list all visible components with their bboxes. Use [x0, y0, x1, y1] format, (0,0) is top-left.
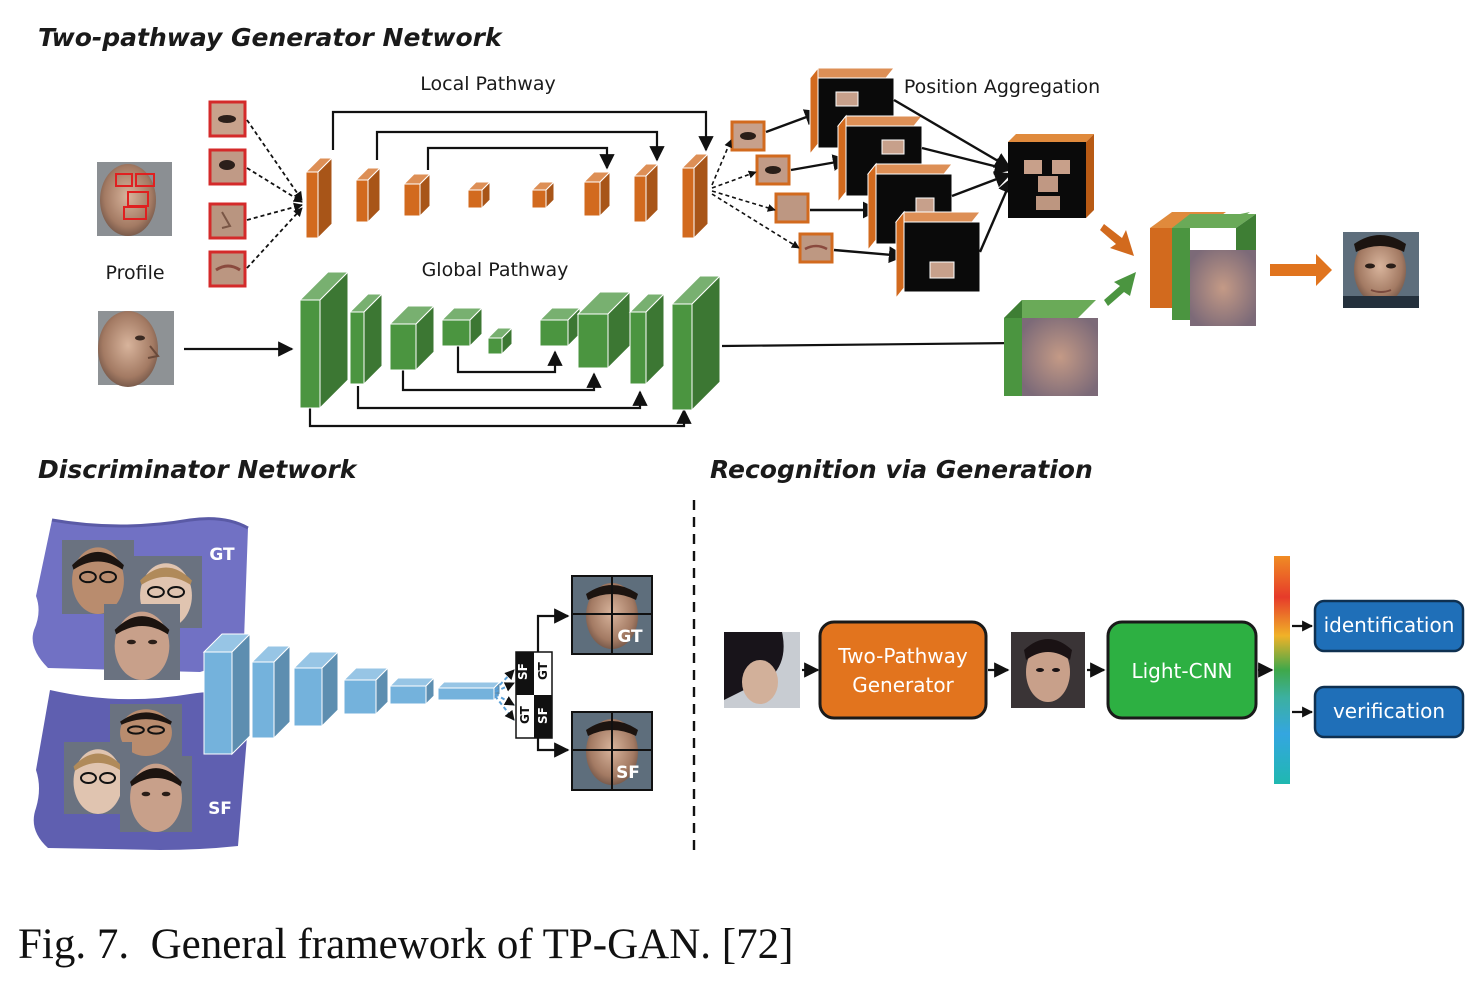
disc-block-2 — [250, 644, 292, 740]
grid-branch-arrows — [536, 608, 570, 758]
local-block-1 — [304, 156, 334, 240]
global-pathway-label: Global Pathway — [422, 259, 569, 281]
patch-to-encoder-arrows — [246, 119, 303, 269]
profile-label: Profile — [105, 262, 164, 284]
two-pathway-generator-box: Two-Pathway Generator — [818, 620, 988, 720]
local-block-6 — [582, 170, 612, 218]
verification-box: verification — [1313, 685, 1465, 739]
position-map-mouth — [894, 210, 982, 300]
sf-face-man-frontal — [120, 756, 192, 832]
local-block-5 — [530, 180, 556, 210]
gt-sf-score-grid: SF GT GT SF — [515, 651, 553, 739]
global-block-7 — [576, 290, 632, 370]
disc-block-5 — [388, 676, 436, 706]
local-block-2 — [354, 166, 382, 224]
generator-box-line1: Two-Pathway — [837, 644, 968, 668]
recognition-frontal-face — [1011, 632, 1085, 708]
local-pathway-label: Local Pathway — [420, 73, 555, 95]
disc-block-6 — [436, 680, 502, 702]
fusion-arrows — [1100, 224, 1136, 306]
feature-vector-bar — [1274, 556, 1290, 784]
sf-face-man-glasses — [110, 704, 182, 756]
disc-block-1 — [202, 632, 252, 756]
generator-section-title: Two-pathway Generator Network — [38, 23, 503, 52]
local-skip-connections — [331, 110, 714, 170]
identification-box: identification — [1313, 599, 1465, 653]
disc-block-4 — [342, 666, 390, 716]
decoder-to-patch-arrows — [711, 139, 800, 249]
local-block-7 — [632, 162, 660, 224]
global-block-4 — [440, 306, 484, 348]
local-output-patches — [730, 120, 834, 264]
maps-to-aggregate-arrows — [893, 98, 1014, 253]
global-pathway-blocks — [298, 270, 722, 412]
global-skip-connections — [308, 345, 692, 428]
grid-sf-top: SF — [516, 663, 530, 680]
global-block-8 — [628, 292, 666, 386]
figure-caption-text: General framework of TP-GAN. [72] — [150, 921, 794, 968]
output-arrow — [1270, 254, 1332, 286]
sf-patch-tag: SF — [616, 763, 640, 783]
fused-feature-cube — [1150, 212, 1256, 326]
sf-patch-face: SF — [571, 711, 653, 791]
sf-surface-tag: SF — [208, 799, 232, 819]
grid-gt-top: GT — [536, 661, 550, 680]
global-block-2 — [348, 292, 384, 386]
figure-caption: Fig. 7. General framework of TP-GAN. [72… — [18, 920, 793, 969]
global-block-9 — [670, 274, 722, 412]
global-block-5 — [486, 326, 514, 356]
figure-label: Fig. 7. — [18, 921, 130, 968]
generator-box-line2: Generator — [852, 673, 954, 697]
frontal-output-face — [1343, 232, 1419, 308]
position-aggregation-maps — [808, 66, 982, 300]
gt-face-man-frontal — [104, 604, 180, 680]
identification-label: identification — [1324, 613, 1455, 637]
light-cnn-box: Light-CNN — [1106, 620, 1258, 720]
profile-face-image — [97, 162, 172, 236]
verification-label: verification — [1333, 699, 1445, 723]
lightcnn-label: Light-CNN — [1131, 659, 1232, 683]
aggregated-local-map — [1008, 134, 1094, 218]
discriminator-output-arrows — [494, 669, 515, 721]
global-output-arrow — [721, 335, 1022, 351]
local-block-4 — [466, 180, 492, 210]
global-block-3 — [388, 304, 436, 372]
position-aggregation-label: Position Aggregation — [904, 76, 1100, 98]
global-block-6 — [538, 306, 582, 348]
local-patch-crops — [208, 100, 247, 288]
global-output-face — [1004, 300, 1098, 396]
local-block-8 — [680, 152, 710, 240]
global-block-1 — [298, 270, 350, 410]
gt-face-man-glasses — [62, 540, 134, 614]
discriminator-section-title: Discriminator Network — [38, 455, 358, 484]
disc-block-3 — [292, 650, 340, 728]
gt-patch-tag: GT — [617, 627, 643, 647]
profile-face-global-input — [98, 311, 174, 387]
recognition-section-title: Recognition via Generation — [710, 455, 1093, 484]
gt-surface-tag: GT — [209, 545, 235, 565]
gt-patch-face: GT — [571, 575, 653, 655]
local-block-3 — [402, 172, 432, 218]
grid-sf-bottom: SF — [536, 707, 550, 724]
recognition-profile-face — [724, 632, 800, 708]
local-pathway-blocks — [304, 152, 710, 240]
grid-gt-bottom: GT — [518, 705, 532, 724]
discriminator-blocks — [202, 632, 502, 756]
discriminator-face-samples — [62, 540, 202, 832]
